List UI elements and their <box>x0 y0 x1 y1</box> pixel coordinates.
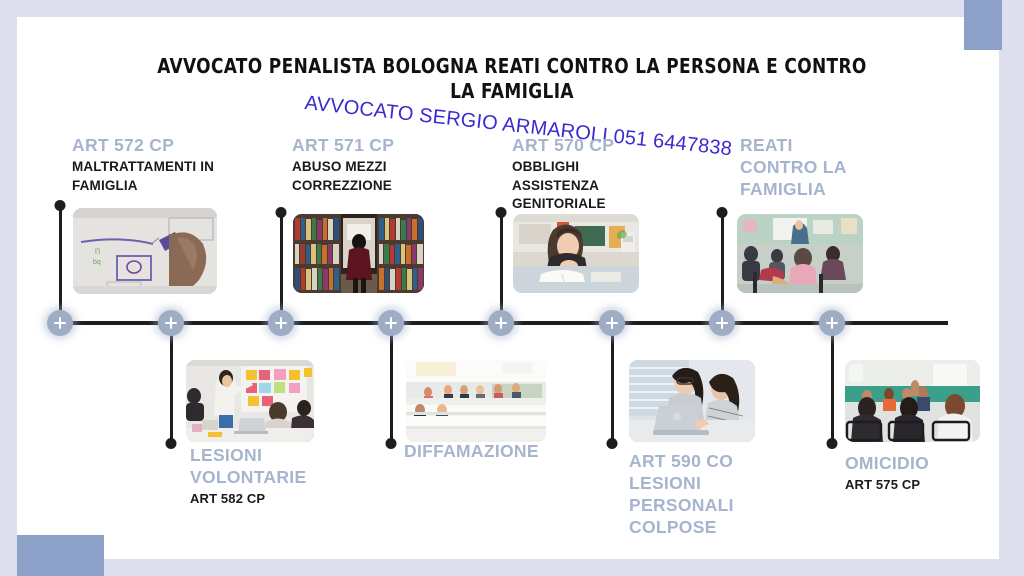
connector-dot <box>54 200 66 211</box>
connector-stem <box>721 212 724 323</box>
connector-stem <box>500 212 503 323</box>
connector-dot <box>716 207 728 218</box>
connector-stem <box>59 205 62 323</box>
entry-heading: ART 590 CO LESIONI PERSONALI COLPOSE <box>629 451 734 537</box>
connector-dot <box>606 438 618 449</box>
entry-lesioni-volontarie: LESIONI VOLONTARIE ART 582 CP <box>190 444 390 509</box>
entry-art-571: ART 571 CP ABUSO MEZZI CORREZZIONE <box>292 134 492 195</box>
entry-subtitle: ART 575 CP <box>845 477 921 492</box>
lecture-hall-photo <box>406 360 546 442</box>
connector-dot <box>826 438 838 449</box>
entry-heading: ART 571 CP <box>292 135 395 155</box>
student-reading-desk-photo <box>513 214 639 293</box>
corner-accent-bottom-left <box>17 535 104 576</box>
timeline-node-plus-icon[interactable] <box>47 310 73 336</box>
entry-subtitle: ART 582 CP <box>190 491 266 506</box>
timeline-node-plus-icon[interactable] <box>378 310 404 336</box>
connector-dot <box>165 438 177 449</box>
connector-stem <box>611 323 614 445</box>
connector-dot <box>275 207 287 218</box>
corner-accent-top-right <box>964 0 1002 50</box>
entry-art-572: ART 572 CP MALTRATTAMENTI IN FAMIGLIA <box>72 134 282 195</box>
entry-heading: LESIONI VOLONTARIE <box>190 445 307 487</box>
connector-stem <box>390 323 393 445</box>
entry-subtitle: MALTRATTAMENTI IN FAMIGLIA <box>72 159 215 193</box>
timeline-node-plus-icon[interactable] <box>709 310 735 336</box>
page-title: AVVOCATO PENALISTA BOLOGNA REATI CONTRO … <box>157 54 867 103</box>
connector-stem <box>280 212 283 323</box>
svg-text:l'i: l'i <box>95 247 100 256</box>
entry-omicidio: OMICIDIO ART 575 CP <box>845 452 1005 495</box>
timeline-node-plus-icon[interactable] <box>819 310 845 336</box>
entry-heading: ART 572 CP <box>72 135 175 155</box>
whiteboard-hand-drawing-photo: l'i bq <box>73 208 217 294</box>
audience-seated-photo <box>845 360 980 442</box>
connector-dot <box>385 438 397 449</box>
entry-subtitle: ABUSO MEZZI CORREZZIONE <box>292 159 392 193</box>
connector-stem <box>831 323 834 445</box>
entry-diffamazione: DIFFAMAZIONE <box>404 440 604 462</box>
entry-heading: ART 570 CP <box>512 135 615 155</box>
two-women-laptop-photo <box>629 360 755 442</box>
entry-art-590: ART 590 CO LESIONI PERSONALI COLPOSE <box>629 450 829 538</box>
timeline-node-plus-icon[interactable] <box>268 310 294 336</box>
entry-heading: REATI CONTRO LA FAMIGLIA <box>740 135 847 199</box>
svg-text:bq: bq <box>93 259 101 266</box>
entry-reati-famiglia: REATI CONTRO LA FAMIGLIA <box>740 134 930 200</box>
library-aisle-photo <box>293 214 424 293</box>
timeline-node-plus-icon[interactable] <box>599 310 625 336</box>
connector-dot <box>495 207 507 218</box>
timeline-node-plus-icon[interactable] <box>488 310 514 336</box>
entry-art-570: ART 570 CP OBBLIGHI ASSISTENZA GENITORIA… <box>512 134 712 214</box>
timeline-node-plus-icon[interactable] <box>158 310 184 336</box>
connector-stem <box>170 323 173 445</box>
entry-heading: DIFFAMAZIONE <box>404 441 539 461</box>
classroom-students-photo <box>737 214 863 293</box>
entry-heading: OMICIDIO <box>845 453 930 473</box>
entry-subtitle: OBBLIGHI ASSISTENZA GENITORIALE <box>512 159 606 211</box>
workshop-sticky-notes-photo <box>186 360 314 442</box>
